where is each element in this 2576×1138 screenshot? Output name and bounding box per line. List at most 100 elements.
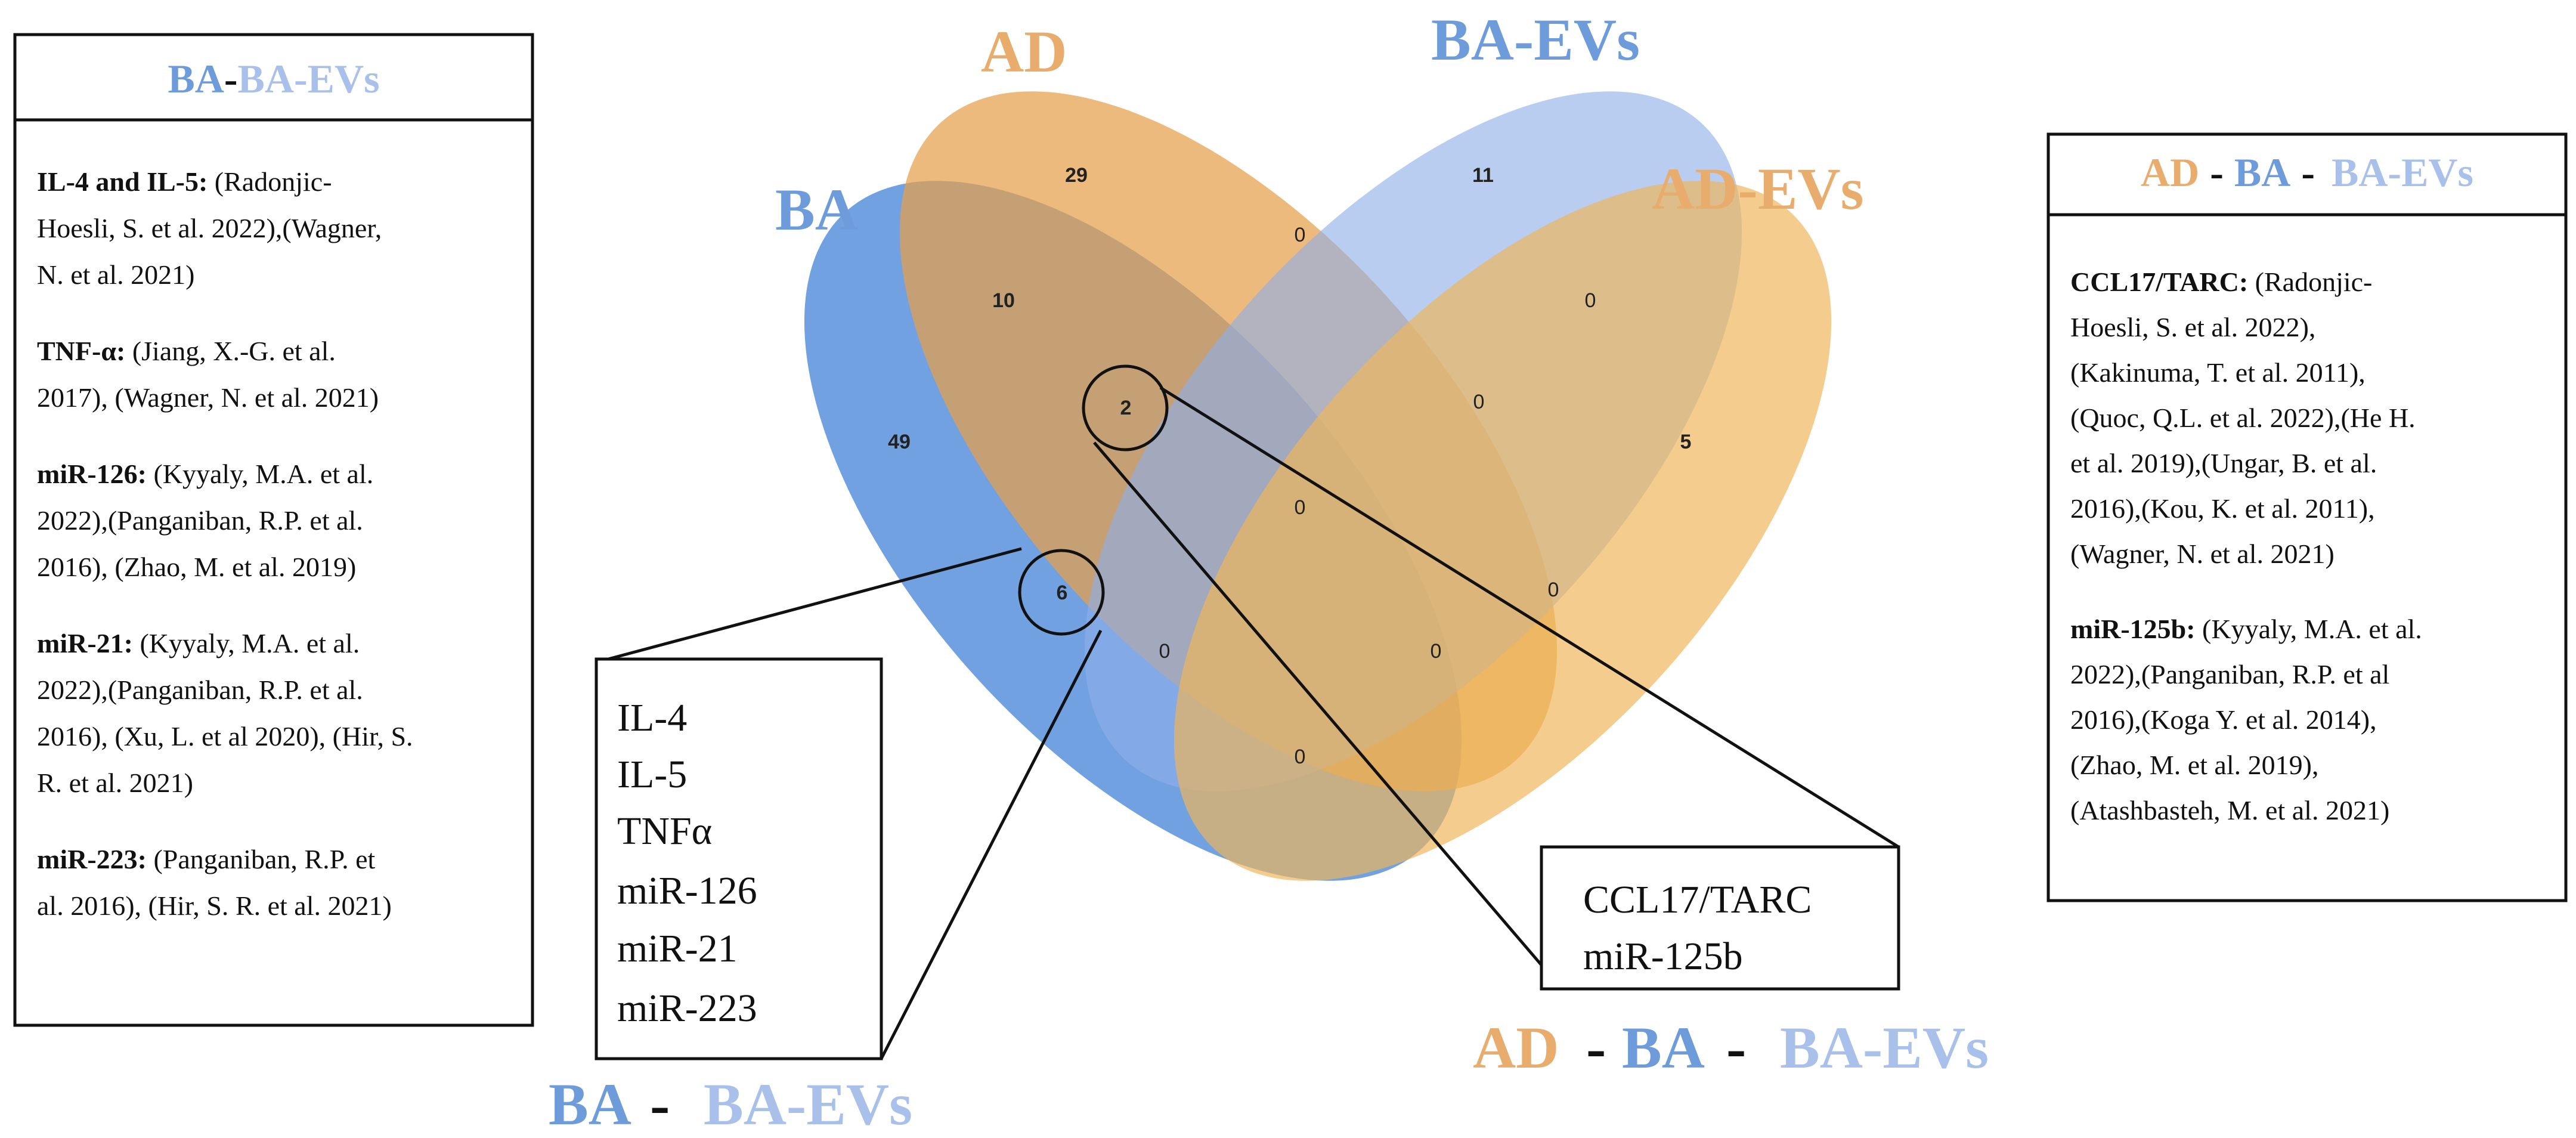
reference-citation: 2017), (Wagner, N. et al. 2021) — [37, 382, 379, 413]
reference-line: N. et al. 2021) — [37, 259, 194, 290]
reference-line: (Zhao, M. et al. 2019), — [2070, 750, 2318, 780]
callout-left-item: IL-4 — [617, 696, 687, 740]
set-label-ad-evs: AD-EVs — [1652, 156, 1864, 222]
reference-line: 2022),(Panganiban, R.P. et al — [2070, 659, 2389, 689]
reference-line: 2017), (Wagner, N. et al. 2021) — [37, 382, 379, 413]
callout-left-item: miR-126 — [617, 869, 757, 913]
count-ad-only: 29 — [1065, 164, 1088, 187]
reference-citation: 2016), (Xu, L. et al 2020), (Hir, S. — [37, 721, 413, 752]
reference-line: TNF-α: (Jiang, X.-G. et al. — [37, 336, 336, 366]
reference-line: 2016), (Xu, L. et al 2020), (Hir, S. — [37, 721, 413, 752]
reference-citation: (Panganiban, R.P. et — [147, 844, 376, 874]
highlight-circle-6 — [1018, 549, 1105, 636]
highlight-circle-2 — [1082, 364, 1169, 452]
count-ad-evs-only: 5 — [1680, 431, 1692, 453]
caption-dash: - — [1726, 1015, 1746, 1081]
callout-box-right: CCL17/TARC miR-125b — [1540, 845, 1900, 991]
left-reference-list: IL-4 and IL-5: (Radonjic- Hoesli, S. et a… — [37, 166, 413, 921]
callout-lines — [608, 386, 1900, 1060]
caption-dash: - — [1586, 1015, 1606, 1081]
left-header-ba: BA — [168, 56, 224, 101]
caption-dash: - — [650, 1071, 670, 1137]
count-ba-ad: 10 — [992, 289, 1015, 312]
count-ad-ba-evs: 0 — [1295, 224, 1306, 246]
reference-line: (Kakinuma, T. et al. 2011), — [2070, 357, 2366, 388]
reference-heading: miR-223: — [37, 844, 147, 874]
reference-line: (Atashbasteh, M. et al. 2021) — [2070, 795, 2389, 825]
reference-citation: et al. 2019),(Ungar, B. et al. — [2070, 448, 2377, 478]
reference-citation: (Quoc, Q.L. et al. 2022),(He H. — [2070, 403, 2416, 433]
reference-line: (Wagner, N. et al. 2021) — [2070, 539, 2334, 569]
reference-line: (Quoc, Q.L. et al. 2022),(He H. — [2070, 403, 2416, 433]
reference-citation: (Radonjic- — [208, 166, 332, 197]
caption-label-ba-evs: BA-EVs — [1780, 1015, 1989, 1081]
reference-line: 2016),(Kou, K. et al. 2011), — [2070, 493, 2375, 524]
reference-line: Hoesli, S. et al. 2022),(Wagner, — [37, 213, 382, 243]
reference-heading: TNF-α: — [37, 336, 125, 366]
right-header-dash: - — [2210, 150, 2224, 195]
reference-citation: 2016), (Zhao, M. et al. 2019) — [37, 552, 356, 582]
reference-line: 2022),(Panganiban, R.P. et al. — [37, 505, 363, 536]
right-header-ba: BA — [2234, 150, 2290, 195]
reference-line: IL-4 and IL-5: (Radonjic- — [37, 166, 332, 197]
reference-citation: Hoesli, S. et al. 2022),(Wagner, — [37, 213, 382, 243]
reference-heading: miR-125b: — [2070, 614, 2196, 644]
reference-citation: 2022),(Panganiban, R.P. et al — [2070, 659, 2389, 689]
reference-line: 2016),(Koga Y. et al. 2014), — [2070, 704, 2377, 735]
count-ba-evs-ad-evs: 0 — [1585, 289, 1596, 312]
caption-label-ba: BA — [1622, 1015, 1705, 1081]
ellipse-ad-evs — [1174, 181, 1832, 881]
set-label-ad: AD — [981, 18, 1067, 85]
reference-line: miR-125b: (Kyyaly, M.A. et al. — [2070, 614, 2422, 644]
set-label-ba-evs: BA-EVs — [1431, 7, 1640, 73]
reference-citation: Hoesli, S. et al. 2022), — [2070, 312, 2315, 342]
callout-left-caption: BA - BA-EVs — [549, 1071, 912, 1137]
reference-heading: IL-4 and IL-5: — [37, 166, 208, 197]
left-reference-panel: BA-BA-EVs IL-4 and IL-5: (Radonjic- Hoesl… — [13, 33, 534, 1027]
reference-citation: N. et al. 2021) — [37, 259, 194, 290]
callout-right-item: CCL17/TARC — [1583, 878, 1812, 921]
callout-left-item: miR-223 — [617, 987, 757, 1030]
caption-label-ba: BA — [549, 1071, 631, 1137]
reference-line: miR-21: (Kyyaly, M.A. et al. — [37, 628, 360, 658]
right-header-ba-evs: BA-EVs — [2332, 150, 2473, 195]
count-ba-ba-evs: 6 — [1057, 582, 1068, 604]
caption-label-ba-evs: BA-EVs — [704, 1071, 912, 1137]
callout-left-item: miR-21 — [617, 927, 738, 970]
callout-right-caption: AD - BA - BA-EVs — [1473, 1015, 1989, 1081]
venn-counts: 29 11 0 10 0 2 0 49 5 0 6 0 0 0 0 — [888, 164, 1691, 768]
reference-line: al. 2016), (Hir, S. R. et al. 2021) — [37, 890, 392, 921]
callout-right-item: miR-125b — [1583, 935, 1743, 978]
right-header-ad: AD — [2141, 150, 2199, 195]
callout-box-left: IL-4 IL-5 TNFα miR-126 miR-21 miR-223 — [595, 657, 883, 1060]
right-reference-list: CCL17/TARC: (Radonjic- Hoesli, S. et al. … — [2070, 267, 2422, 825]
reference-citation: 2016),(Koga Y. et al. 2014), — [2070, 704, 2377, 735]
reference-citation: (Radonjic- — [2248, 267, 2372, 297]
set-label-ba: BA — [775, 177, 858, 243]
left-panel-header: BA-BA-EVs — [168, 56, 379, 101]
reference-citation: al. 2016), (Hir, S. R. et al. 2021) — [37, 890, 392, 921]
count-ad-ba-evs-ad-evs-low: 0 — [1431, 640, 1442, 663]
count-all-four: 0 — [1295, 496, 1306, 519]
caption-label-ad: AD — [1473, 1015, 1559, 1081]
left-header-dash: - — [224, 56, 238, 101]
reference-line: miR-126: (Kyyaly, M.A. et al. — [37, 459, 373, 489]
reference-line: CCL17/TARC: (Radonjic- — [2070, 267, 2372, 297]
reference-citation: R. et al. 2021) — [37, 768, 193, 798]
reference-citation: 2022),(Panganiban, R.P. et al. — [37, 675, 363, 705]
reference-line: 2022),(Panganiban, R.P. et al. — [37, 675, 363, 705]
reference-citation: (Atashbasteh, M. et al. 2021) — [2070, 795, 2389, 825]
reference-line: 2016), (Zhao, M. et al. 2019) — [37, 552, 356, 582]
reference-heading: CCL17/TARC: — [2070, 267, 2248, 297]
reference-line: miR-223: (Panganiban, R.P. et — [37, 844, 375, 874]
right-header-dash: - — [2301, 150, 2315, 195]
right-reference-panel: AD-BA-BA-EVs CCL17/TARC: (Radonjic-Hoesl… — [2046, 132, 2568, 902]
reference-citation: (Wagner, N. et al. 2021) — [2070, 539, 2334, 569]
reference-line: Hoesli, S. et al. 2022), — [2070, 312, 2315, 342]
left-header-ba-evs: BA-EVs — [238, 56, 380, 101]
venn-ellipses — [804, 91, 1832, 881]
count-ba-evs-only: 11 — [1472, 164, 1494, 187]
count-ba-only: 49 — [888, 431, 911, 453]
reference-citation: 2022),(Panganiban, R.P. et al. — [37, 505, 363, 536]
count-ba-ad-evs: 0 — [1295, 746, 1306, 768]
